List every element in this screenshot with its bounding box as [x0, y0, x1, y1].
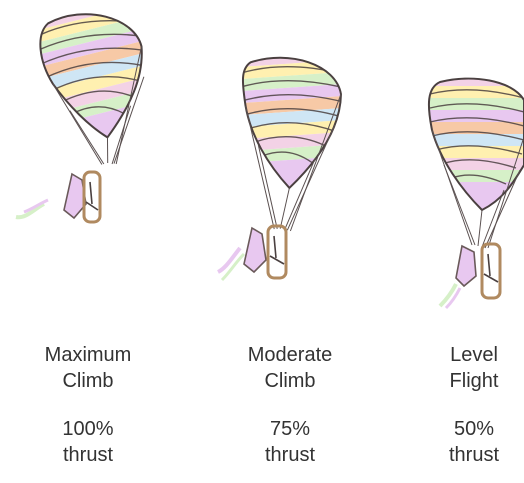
- suspension-lines: [245, 93, 342, 232]
- panel-title-line1: Maximum: [44, 344, 132, 366]
- panel-title-line1: Level: [450, 344, 498, 366]
- suspension-lines: [52, 46, 145, 165]
- caption-maximum-climb: Maximum Climb 100% thrust: [18, 342, 158, 468]
- paramotor-figure-level-flight: [427, 77, 524, 310]
- thrust-value: 100%: [62, 418, 114, 440]
- pilot-with-paramotor: [15, 170, 102, 224]
- caption-moderate-climb: Moderate Climb 75% thrust: [220, 342, 360, 468]
- suspension-lines: [431, 129, 524, 249]
- panel-title-line1: Moderate: [247, 344, 333, 366]
- paraglider-canopy: [427, 77, 524, 212]
- panel-title-line2: Climb: [62, 370, 114, 392]
- pilot-with-paramotor: [216, 224, 288, 282]
- paramotor-figure-moderate-climb: [216, 53, 348, 282]
- paraglider-canopy: [33, 4, 161, 149]
- paramotor-figure-maximum-climb: [15, 4, 161, 224]
- thrust-unit: thrust: [448, 444, 500, 466]
- paraglider-canopy: [241, 53, 348, 191]
- thrust-value: 50%: [453, 418, 495, 440]
- thrust-unit: thrust: [62, 444, 114, 466]
- panel-title-line2: Climb: [264, 370, 316, 392]
- panel-title-line2: Flight: [449, 370, 499, 392]
- thrust-unit: thrust: [264, 444, 316, 466]
- caption-level-flight: Level Flight 50% thrust: [424, 342, 524, 468]
- pilot-with-paramotor: [438, 242, 502, 310]
- thrust-value: 75%: [269, 418, 311, 440]
